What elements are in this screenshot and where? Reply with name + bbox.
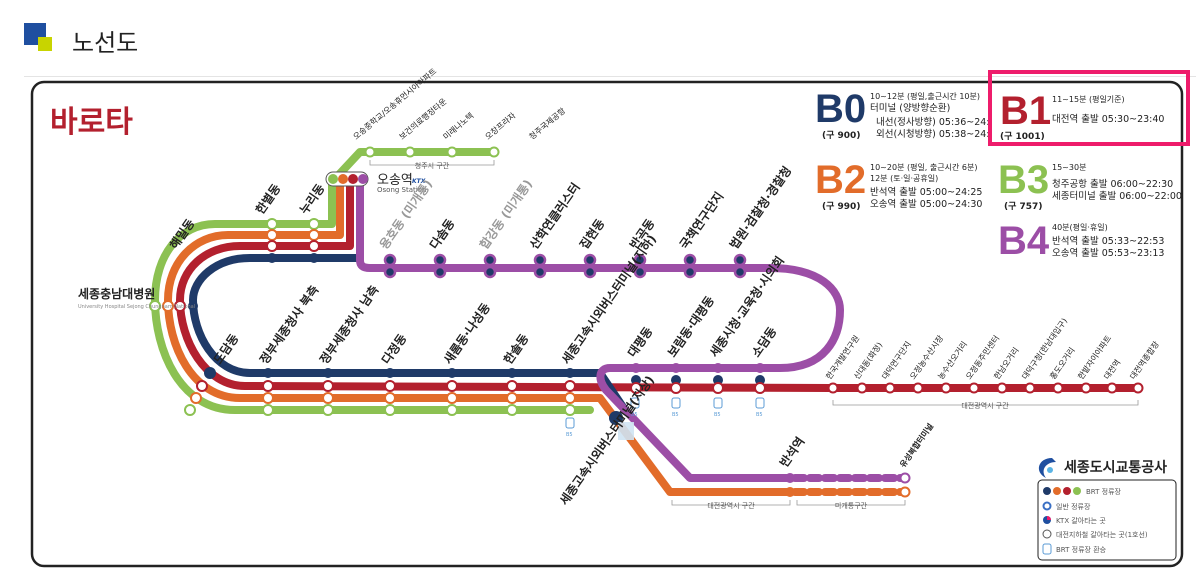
bracket-daejeon [832, 400, 1139, 406]
terminal-transfer-area [618, 422, 634, 440]
bracket-unopened [796, 500, 906, 506]
label-unopened-section: 미개통구간 [835, 501, 868, 510]
subway-icon [1042, 529, 1052, 539]
stop-marker [364, 146, 376, 158]
brt-transfer-icon [755, 397, 765, 409]
brt-mark: B5 [756, 412, 763, 418]
map-frame [30, 80, 1184, 568]
route-info-b2: B2 (구 990) 10~20분 (평일, 출근시간 6분) 12분 (토·일… [815, 158, 982, 212]
route-info-b1: B1 (구 1001) 11~15분 (평일기준) 대전역 출발 05:30~2… [988, 70, 1190, 146]
osong-station: 오송역 KTX Osong Station [325, 171, 426, 194]
operator-logo-icon [1038, 458, 1056, 478]
legend-label: 대전지하철 갈아타는 곳(1호선) [1056, 530, 1148, 539]
line-b4 [356, 178, 844, 482]
route-b2-line: 오송역 출발 05:00~24:30 [870, 199, 982, 210]
page-header: 노선도 [24, 20, 138, 60]
route-b0-line: 외선(시청방향) 05:38~24: [876, 128, 990, 140]
route-b2-line: 10~20분 (평일, 출근시간 6분) [870, 162, 977, 172]
station-hospital: 세종충남대병원 [78, 286, 155, 301]
brt-mark: B5 [672, 412, 679, 418]
regular-stop-icon [1042, 501, 1052, 511]
header-divider [24, 76, 1196, 77]
route-b2-line: 12분 (토·일·공휴일) [870, 174, 938, 183]
route-former-b3: (구 757) [1004, 201, 1042, 212]
route-b3-line: 15~30분 [1052, 163, 1086, 172]
route-code-b3: B3 [998, 158, 1049, 202]
legend-label: KTX 갈아타는 곳 [1056, 516, 1106, 525]
route-former-b2: (구 990) [822, 201, 860, 212]
line-b0 [189, 254, 604, 377]
baroota-logo-text: 바로타 [50, 106, 133, 139]
ktx-badge: KTX [412, 178, 426, 185]
hospital-station: 세종충남대병원 University Hospital Sejong Chung… [78, 286, 198, 312]
brt-mark: B5 [631, 412, 638, 418]
terminal-hub-marker [609, 411, 623, 425]
stop-marker [404, 146, 416, 158]
route-b3-line: 청주공항 출발 06:00~22:30 [1052, 179, 1173, 190]
route-b3-line: 세종터미널 출발 06:00~22:00 [1052, 191, 1182, 202]
brt-transfer-icon [1042, 543, 1052, 555]
label-cheongju-section: 청주시 구간 [415, 161, 450, 170]
route-code-b1: B1 [1000, 89, 1051, 133]
operator-logo: 세종도시교통공사 [1038, 458, 1167, 478]
brt-transfer-icon [565, 417, 575, 429]
legend-label: BRT 정류장 환승 [1056, 545, 1107, 554]
osong-label: 오송역 [377, 173, 413, 188]
route-code-b0: B0 [815, 87, 866, 131]
brt-mark: B5 [714, 412, 721, 418]
legend-label: BRT 정류장 [1086, 487, 1122, 496]
stop-marker [488, 146, 500, 158]
route-b4-line: 오송역 출발 05:53~23:13 [1052, 248, 1164, 259]
route-former-b0: (구 900) [822, 130, 860, 141]
ktx-transfer-icon [328, 174, 338, 184]
route-b4-line: 반석역 출발 05:33~22:53 [1052, 236, 1164, 247]
section-logo-icon [24, 23, 58, 57]
route-former-b1: (구 1001) [1000, 131, 1045, 142]
brt-mark: B5 [566, 432, 573, 438]
station-hospital-en: University Hospital Sejong Chungnam Nati… [78, 304, 195, 310]
route-b1-line: 11~15분 (평일기준) [1052, 94, 1125, 104]
route-b1-line: 대전역 출발 05:30~23:40 [1052, 114, 1164, 125]
route-b2-line: 반석역 출발 05:00~24:25 [870, 187, 982, 198]
brt-transfer-icon [671, 397, 681, 409]
route-b4-line: 40분(평일·휴일) [1052, 222, 1108, 232]
route-b0-line: 내선(정사방향) 05:36~24: [876, 116, 990, 128]
label-daejeon-section: 대전광역시 구간 [961, 401, 1009, 410]
bracket-daejeon2 [671, 500, 791, 506]
route-info-b0: B0 (구 900) 10~12분 (평일,출근시간 10분) 터미널 (양방향… [815, 87, 990, 141]
osong-en-label: Osong Station [377, 186, 426, 194]
brt-transfer-icon [713, 397, 723, 409]
operator-name: 세종도시교통공사 [1064, 460, 1167, 476]
route-info-b4: B4 40분(평일·휴일) 반석역 출발 05:33~22:53 오송역 출발 … [998, 219, 1164, 263]
baroota-logo: 바로타 [50, 106, 133, 139]
route-b0-line: 10~12분 (평일,출근시간 10분) [870, 91, 980, 101]
stop-marker [446, 146, 458, 158]
route-b0-line: 터미널 (양방향순환) [870, 102, 950, 114]
brt-transfer-icon [630, 397, 640, 409]
label-daejeon-section-2: 대전광역시 구간 [707, 501, 755, 510]
route-info-b3: B3 (구 757) 15~30분 청주공항 출발 06:00~22:30 세종… [998, 158, 1182, 212]
bracket-cheongju [369, 160, 495, 166]
b1-highlight-box [988, 70, 1190, 146]
route-code-b4: B4 [998, 219, 1050, 263]
legend: BRT 정류장 일반 정류장 KTX 갈아타는 곳 대전지하철 갈아타는 곳(1… [1037, 479, 1177, 561]
route-code-b2: B2 [815, 158, 866, 202]
legend-label: 일반 정류장 [1056, 502, 1091, 511]
page-title: 노선도 [72, 28, 139, 57]
